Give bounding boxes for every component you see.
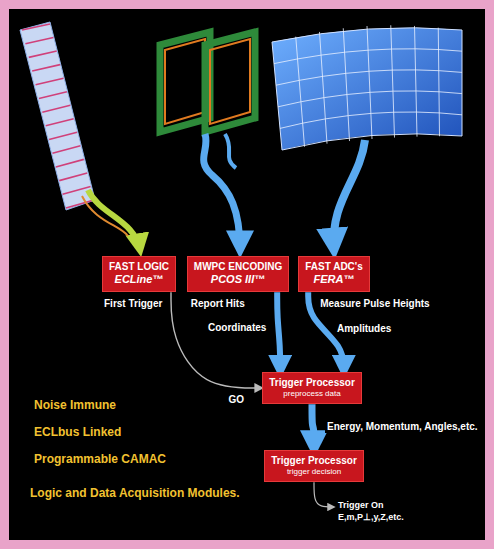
process-box: Trigger Processorpreprocess data — [262, 372, 362, 405]
feature-text: Logic and Data Acquisition Modules. — [30, 486, 240, 500]
edge-label: Coordinates — [206, 322, 268, 334]
box-subtitle: trigger decision — [271, 467, 357, 477]
edge-label: Amplitudes — [335, 323, 393, 335]
box-title: MWPC ENCODING — [194, 261, 282, 274]
output-line — [314, 482, 334, 507]
mwpc-chambers — [160, 32, 255, 250]
box-title: Trigger Processor — [269, 377, 355, 390]
box-title: FAST LOGIC — [109, 261, 169, 274]
process-box: Trigger Processortrigger decision — [264, 450, 364, 483]
data-flow-arrow — [277, 292, 280, 372]
wire-stroke — [29, 51, 57, 57]
edge-label: Energy, Momentum, Angles,etc. — [325, 421, 480, 433]
wire-stroke — [52, 146, 80, 153]
grid-stroke — [280, 112, 462, 128]
wire-stroke — [25, 38, 53, 44]
wire-stroke — [22, 24, 50, 30]
feature-text: ECLbus Linked — [34, 425, 121, 439]
grid-stroke — [276, 70, 462, 85]
box-title: FAST ADC's — [305, 261, 363, 274]
wire-stroke — [59, 173, 87, 181]
wire-stroke — [32, 65, 60, 71]
box-subtitle: preprocess data — [269, 389, 355, 399]
wire-plane — [20, 22, 140, 250]
grid-stroke — [438, 28, 439, 137]
data-flow-arrow — [312, 404, 314, 450]
feature-text: Programmable CAMAC — [34, 452, 166, 466]
box-caption: First Trigger — [104, 298, 162, 309]
grid-stroke — [343, 28, 349, 141]
process-box: FAST LOGICECLine™ — [102, 256, 176, 292]
grid-stroke — [274, 49, 462, 64]
grid-stroke — [296, 37, 305, 147]
feature-text: Noise Immune — [34, 398, 116, 412]
wire-stroke — [56, 159, 84, 167]
box-caption: Measure Pulse Heights — [320, 298, 429, 309]
wire-stroke — [46, 119, 74, 126]
output-note: Trigger On E,m,P⊥,y,Z,etc. — [338, 500, 430, 523]
grid-stroke — [415, 26, 418, 137]
process-box: FAST ADC'sFERA™ — [298, 256, 370, 292]
grid-stroke — [278, 91, 462, 107]
box-subtitle: FERA™ — [305, 273, 363, 287]
box-caption: Report Hits — [191, 298, 245, 309]
box-title: Trigger Processor — [271, 455, 357, 468]
grid-stroke — [391, 25, 395, 137]
wire-stroke — [39, 92, 67, 99]
wire-stroke — [42, 105, 70, 112]
wire-stroke — [49, 132, 77, 139]
box-subtitle: PCOS III™ — [194, 273, 282, 287]
grid-stroke — [320, 32, 328, 144]
process-box: MWPC ENCODINGPCOS III™ — [187, 256, 289, 292]
wire-stroke — [36, 78, 64, 85]
trigger-line — [171, 292, 262, 388]
calorimeter — [272, 25, 462, 250]
edge-label: GO — [226, 394, 246, 406]
grid-stroke — [367, 26, 372, 139]
box-subtitle: ECLine™ — [109, 273, 169, 287]
